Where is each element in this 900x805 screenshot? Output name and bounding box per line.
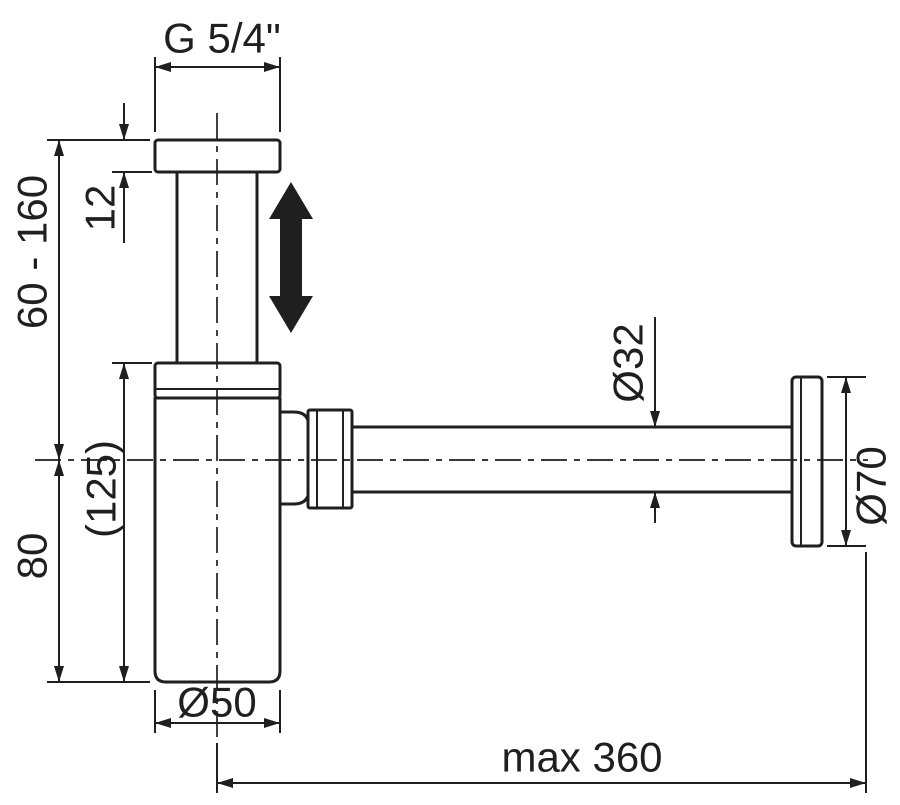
trap-assembly bbox=[153, 138, 824, 684]
dim-max-length: max 360 bbox=[216, 552, 867, 793]
height-adjust-arrow-icon bbox=[269, 182, 313, 333]
pipe-diameter-label: Ø32 bbox=[605, 323, 652, 402]
dim-pipe-diameter: Ø32 bbox=[605, 317, 660, 523]
thread-size-label: G 5/4" bbox=[163, 15, 281, 62]
dim-overall-height: (125) bbox=[78, 362, 152, 682]
dim-flange-thickness: 12 bbox=[77, 103, 152, 243]
overall-height-label: (125) bbox=[78, 440, 125, 538]
outlet-nut bbox=[306, 408, 354, 510]
body-height-label: 80 bbox=[9, 533, 56, 580]
flange-thickness-label: 12 bbox=[77, 185, 124, 232]
wall-rosette bbox=[790, 375, 824, 548]
dim-body-height: 80 bbox=[9, 460, 150, 683]
body-diameter-label: Ø50 bbox=[177, 679, 256, 726]
dim-thread-size: G 5/4" bbox=[154, 15, 281, 132]
outlet-shoulder bbox=[278, 410, 311, 506]
dim-body-diameter: Ø50 bbox=[154, 679, 281, 733]
adjustable-height-label: 60 - 160 bbox=[9, 175, 56, 329]
dim-adjustable-height: 60 - 160 bbox=[9, 139, 150, 460]
rosette-diameter-label: Ø70 bbox=[848, 446, 895, 525]
max-length-label: max 360 bbox=[501, 734, 662, 781]
dim-rosette-diameter: Ø70 bbox=[827, 376, 895, 547]
